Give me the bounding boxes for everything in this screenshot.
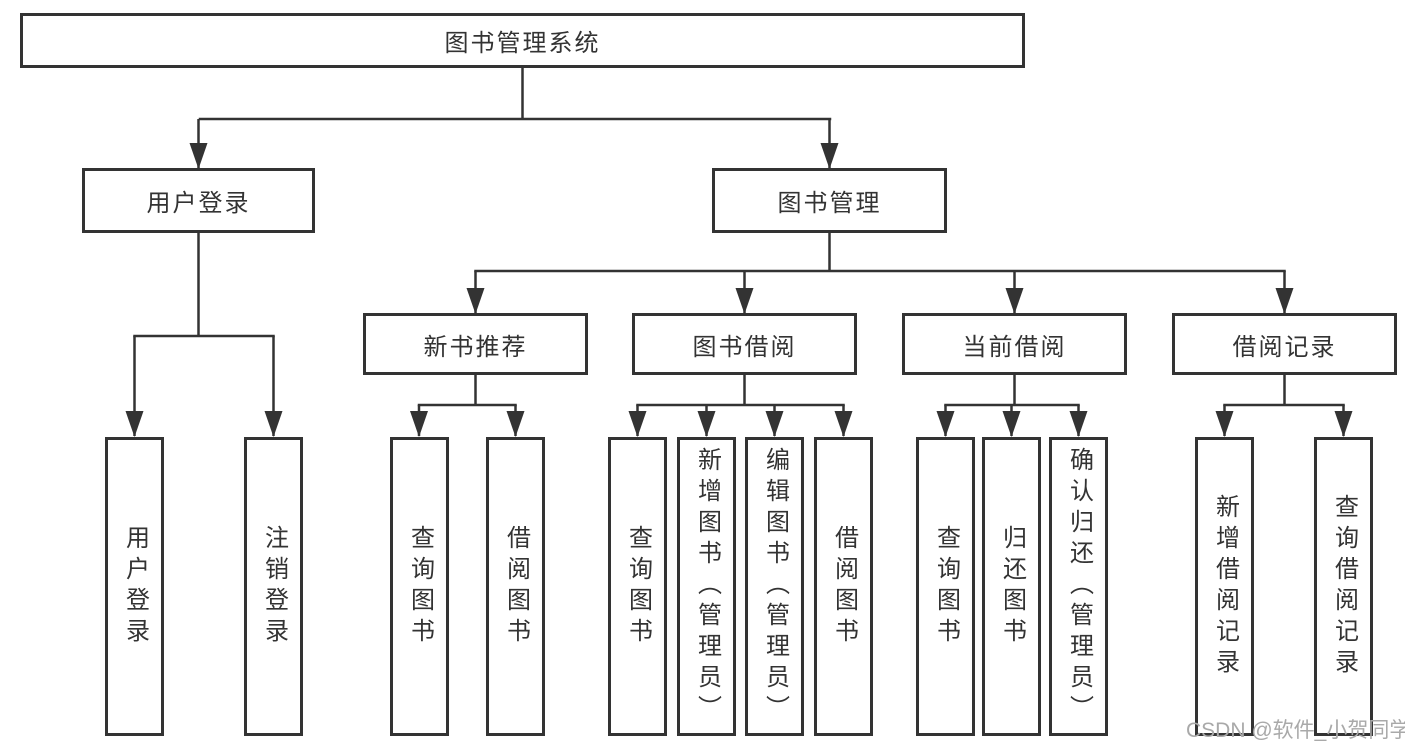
leaf-label: 新增借阅记录 <box>1211 493 1239 680</box>
node-book-management: 图书管理 <box>712 168 947 233</box>
node-user-login: 用户登录 <box>82 168 315 233</box>
node-label: 图书借阅 <box>692 333 797 361</box>
node-book-borrowing: 图书借阅 <box>632 313 857 375</box>
leaf-label: 确认归还（管理员） <box>1065 447 1093 726</box>
leaf-label: 注销登录 <box>260 524 288 649</box>
leaf-label: 编辑图书（管理员） <box>761 447 789 726</box>
leaf-label: 查询图书 <box>624 524 652 649</box>
node-label: 用户登录 <box>146 190 251 217</box>
leaf-query-books-recommendation: 查询图书 <box>390 437 449 736</box>
leaf-add-borrow-record: 新增借阅记录 <box>1195 437 1254 736</box>
leaf-query-borrow-record: 查询借阅记录 <box>1314 437 1373 736</box>
leaf-label: 查询图书 <box>406 524 434 649</box>
leaf-query-books-current: 查询图书 <box>916 437 975 736</box>
leaf-edit-books-admin: 编辑图书（管理员） <box>745 437 804 736</box>
node-label: 当前借阅 <box>962 333 1067 361</box>
leaf-label: 查询图书 <box>932 524 960 649</box>
node-label: 借阅记录 <box>1232 333 1337 361</box>
node-borrowing-records: 借阅记录 <box>1172 313 1397 375</box>
leaf-label: 新增图书（管理员） <box>693 447 721 726</box>
leaf-label: 用户登录 <box>121 524 149 649</box>
leaf-add-books-admin: 新增图书（管理员） <box>677 437 736 736</box>
leaf-label: 归还图书 <box>998 524 1026 649</box>
node-label: 新书推荐 <box>423 333 528 361</box>
leaf-logout: 注销登录 <box>244 437 303 736</box>
leaf-label: 查询借阅记录 <box>1330 493 1358 680</box>
leaf-borrow-books: 借阅图书 <box>814 437 873 736</box>
leaf-label: 借阅图书 <box>830 524 858 649</box>
node-new-book-recommendation: 新书推荐 <box>363 313 588 375</box>
leaf-confirm-return-admin: 确认归还（管理员） <box>1049 437 1108 736</box>
node-library-management-system: 图书管理系统 <box>20 13 1025 68</box>
leaf-user-login: 用户登录 <box>105 437 164 736</box>
node-label: 图书管理系统 <box>444 30 601 57</box>
csdn-watermark: CSDN @软件_小贺同学 <box>1186 719 1405 742</box>
leaf-borrow-books-recommendation: 借阅图书 <box>486 437 545 736</box>
node-label: 图书管理 <box>777 190 882 217</box>
leaf-return-books: 归还图书 <box>982 437 1041 736</box>
node-current-borrowing: 当前借阅 <box>902 313 1127 375</box>
leaf-label: 借阅图书 <box>502 524 530 649</box>
leaf-query-books-borrowing: 查询图书 <box>608 437 667 736</box>
